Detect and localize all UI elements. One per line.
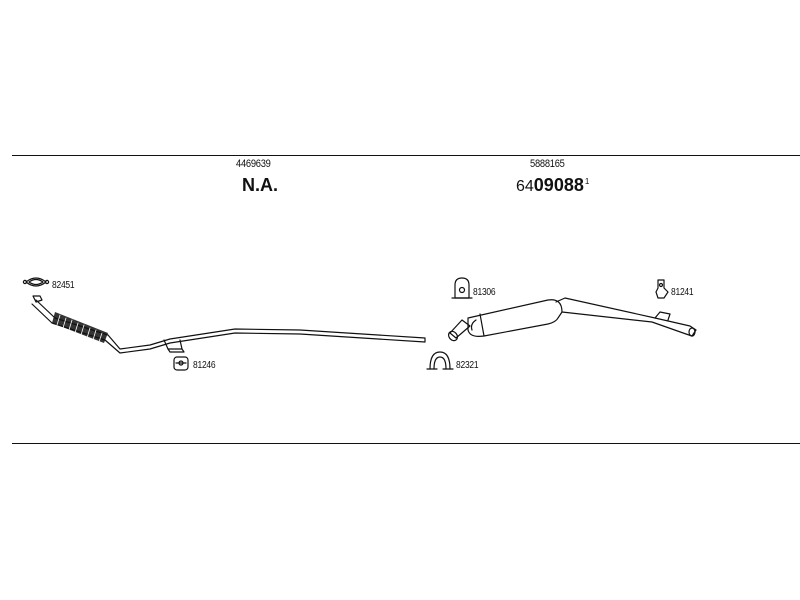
rear-section-main: 09088 bbox=[533, 175, 584, 195]
rear-clamp-part-label: 82321 bbox=[456, 360, 479, 371]
rear-section-number: 64090881 bbox=[516, 175, 589, 196]
rear-bracket-part-label: 81241 bbox=[671, 287, 694, 298]
rear-section-code: 5888165 bbox=[530, 158, 565, 170]
front-section-number: N.A. bbox=[242, 175, 278, 196]
gasket-icon bbox=[22, 277, 50, 287]
front-clamp-icon bbox=[173, 356, 189, 371]
gasket-part-label: 82451 bbox=[52, 280, 75, 291]
rubber-mount-part-label: 81306 bbox=[473, 287, 496, 298]
front-section-code: 4469639 bbox=[236, 158, 271, 170]
rear-section-prefix: 64 bbox=[516, 178, 534, 195]
front-section-main: N.A. bbox=[242, 175, 278, 195]
rear-bracket-icon bbox=[655, 279, 669, 299]
front-clamp-part-label: 81246 bbox=[193, 360, 216, 371]
rear-section-suffix: 1 bbox=[584, 177, 590, 186]
front-pipe bbox=[31, 295, 426, 354]
rear-muffler bbox=[447, 297, 697, 342]
rubber-mount-icon bbox=[451, 277, 473, 299]
top-divider-line bbox=[12, 155, 800, 156]
rear-clamp-icon bbox=[426, 351, 454, 370]
bottom-divider-line bbox=[12, 443, 800, 444]
